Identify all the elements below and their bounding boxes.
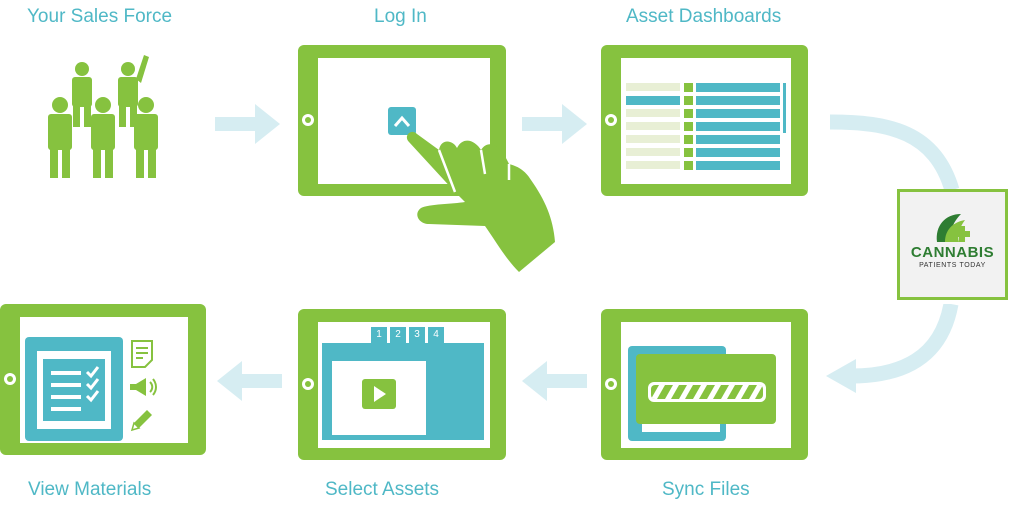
- dashboard-tablet: [601, 45, 808, 196]
- arrow-right-icon: [215, 104, 280, 144]
- tab-4[interactable]: 4: [428, 327, 444, 343]
- step-label-sales-force: Your Sales Force: [27, 6, 173, 27]
- curved-arrow-left-icon: [826, 304, 959, 393]
- step-label-asset-dashboards: Asset Dashboards: [626, 6, 782, 27]
- dashboard-table: [626, 83, 786, 170]
- arrow-left-icon: [217, 361, 282, 401]
- step-label-view-materials: View Materials: [28, 479, 152, 500]
- tab-2[interactable]: 2: [390, 327, 406, 343]
- home-button-icon: [605, 378, 617, 390]
- app-icon: [388, 107, 416, 135]
- home-button-icon: [605, 114, 617, 126]
- cannabis-patients-today-logo: CANNABIS PATIENTS TODAY: [897, 189, 1008, 300]
- checklist-document-icon: [25, 337, 123, 441]
- step-label-log-in: Log In: [374, 6, 427, 27]
- select-tabs: 1 2 3 4: [371, 327, 445, 343]
- home-button-icon: [4, 373, 16, 385]
- home-button-icon: [302, 378, 314, 390]
- logo-title: CANNABIS: [910, 244, 995, 261]
- logo-subtitle: PATIENTS TODAY: [919, 262, 986, 269]
- tab-1[interactable]: 1: [371, 327, 387, 343]
- home-button-icon: [302, 114, 314, 126]
- megaphone-icon: [130, 378, 157, 396]
- curved-arrow-down-icon: [830, 114, 960, 192]
- pencil-icon: [130, 410, 152, 432]
- video-asset-panel: [322, 343, 484, 440]
- arrow-left-icon: [522, 361, 587, 401]
- step-label-sync-files: Sync Files: [662, 479, 750, 500]
- step-label-select-assets: Select Assets: [325, 479, 440, 500]
- arrow-right-icon: [522, 104, 587, 144]
- tab-3[interactable]: 3: [409, 327, 425, 343]
- note-icon: [131, 340, 153, 368]
- hand-pointer-icon: [406, 131, 555, 272]
- sync-progress-window: [628, 346, 776, 441]
- leaf-logo-icon: [936, 214, 970, 242]
- sales-force-people-icon: [48, 55, 158, 178]
